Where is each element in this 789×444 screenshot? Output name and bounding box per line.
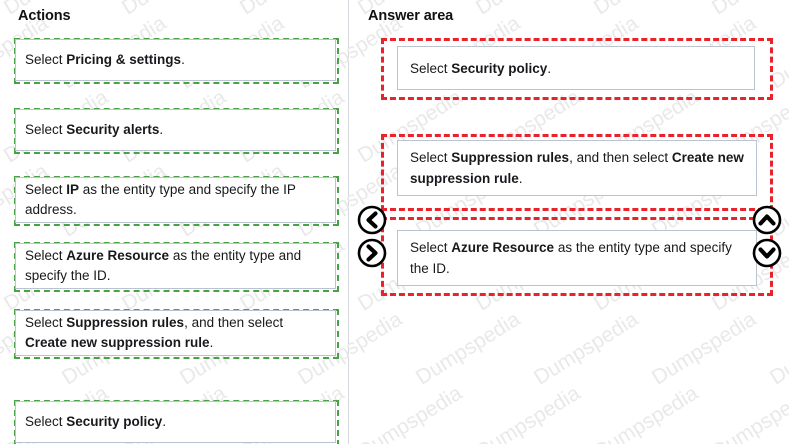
circle-chevron-left-icon[interactable] (357, 205, 387, 235)
action-tile-label: Select Azure Resource as the entity type… (25, 248, 302, 283)
action-tile-surface[interactable]: Select Security policy. (15, 401, 336, 443)
circle-chevron-right-icon[interactable] (357, 238, 387, 268)
action-tile[interactable]: Select IP as the entity type and specify… (14, 176, 339, 226)
action-tile-surface[interactable]: Select Azure Resource as the entity type… (15, 243, 336, 289)
action-tile-surface[interactable]: Select Security alerts. (15, 109, 336, 151)
answer-tile[interactable]: Select Security policy. (397, 46, 755, 90)
action-tile-surface[interactable]: Select Pricing & settings. (15, 39, 336, 81)
answer-tile-label: Select Security policy. (410, 60, 552, 76)
answer-area-heading: Answer area (368, 8, 454, 24)
action-tile[interactable]: Select Azure Resource as the entity type… (14, 242, 339, 292)
actions-column: Select Pricing & settings. Select Securit… (0, 0, 348, 444)
answer-tile-label: Select Suppression rules, and then selec… (410, 150, 744, 186)
action-tile-surface[interactable]: Select IP as the entity type and specify… (15, 177, 336, 223)
actions-column-heading: Actions (18, 8, 71, 24)
action-tile-surface[interactable]: Select Suppression rules, and then selec… (15, 310, 336, 356)
action-tile[interactable]: Select Security alerts. (14, 108, 339, 154)
action-tile[interactable]: Select Security policy. (14, 400, 339, 444)
answer-area-column: Select Security policy. Select Suppressio… (349, 0, 789, 444)
action-tile[interactable]: Select Pricing & settings. (14, 38, 339, 84)
circle-chevron-down-icon[interactable] (752, 238, 782, 268)
action-tile-label: Select IP as the entity type and specify… (25, 182, 296, 217)
answer-drop-zone[interactable] (381, 38, 773, 100)
action-tile-label: Select Suppression rules, and then selec… (25, 315, 284, 350)
action-tile-label: Select Security alerts. (25, 122, 164, 137)
answer-drop-zone[interactable] (381, 134, 773, 220)
action-tile-label: Select Security policy. (25, 414, 167, 429)
circle-chevron-up-icon[interactable] (752, 205, 782, 235)
action-tile-label: Select Pricing & settings. (25, 52, 185, 67)
answer-tile[interactable]: Select Suppression rules, and then selec… (397, 140, 757, 196)
answer-tile-label: Select Azure Resource as the entity type… (410, 240, 732, 276)
column-divider (348, 0, 349, 444)
answer-tile[interactable]: Select Azure Resource as the entity type… (397, 230, 757, 286)
action-tile[interactable]: Select Suppression rules, and then selec… (14, 309, 339, 359)
